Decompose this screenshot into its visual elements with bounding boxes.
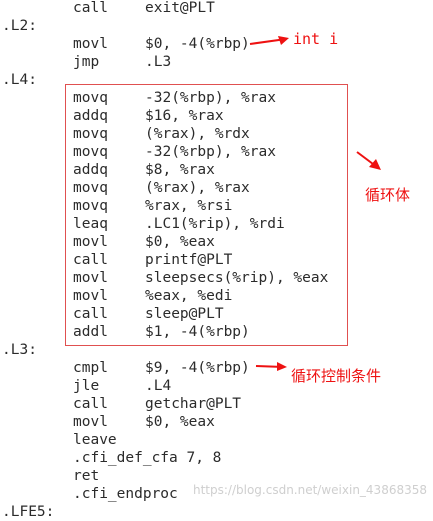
instruction-mnemonic: cmpl: [73, 360, 108, 376]
instruction-mnemonic: .cfi_def_cfa 7, 8: [73, 450, 222, 466]
instruction-operands: sleepsecs(%rip), %eax: [145, 270, 329, 286]
instruction-mnemonic: call: [73, 0, 108, 16]
instruction-mnemonic: call: [73, 306, 108, 322]
instruction-operands: $16, %rax: [145, 108, 224, 124]
code-label-line: .L4:: [2, 71, 37, 89]
instruction-operands: $9, -4(%rbp): [145, 360, 250, 376]
instruction-mnemonic: addq: [73, 162, 108, 178]
instruction-operands: $0, -4(%rbp): [145, 36, 250, 52]
instruction-operands: printf@PLT: [145, 252, 233, 268]
instruction-mnemonic: jmp: [73, 54, 100, 70]
instruction-operands: $0, %eax: [145, 234, 215, 250]
instruction-mnemonic: call: [73, 252, 108, 268]
instruction-operands: .LC1(%rip), %rdi: [145, 216, 285, 232]
instruction-operands: %rax, %rsi: [145, 198, 233, 214]
instruction-mnemonic: call: [73, 396, 108, 412]
instruction-mnemonic: addl: [73, 324, 108, 340]
instruction-mnemonic: ret: [73, 468, 100, 484]
instruction-operands: -32(%rbp), %rax: [145, 144, 276, 160]
code-label: .LFE5:: [2, 504, 55, 520]
code-label-line: .LFE5:: [2, 503, 54, 521]
code-label: .L3:: [2, 342, 37, 358]
instruction-operands: $0, %eax: [145, 414, 215, 430]
instruction-mnemonic: leaq: [73, 216, 108, 232]
instruction-operands: %eax, %edi: [145, 288, 233, 304]
arrow-int-i-icon: [249, 36, 289, 45]
code-label-line: .L2:: [2, 17, 37, 35]
instruction-mnemonic: movq: [73, 126, 108, 142]
instruction-operands: (%rax), %rdx: [145, 126, 250, 142]
instruction-mnemonic: movl: [73, 414, 108, 430]
instruction-operands: $1, -4(%rbp): [145, 324, 250, 340]
instruction-mnemonic: movl: [73, 36, 108, 52]
code-label-line: .L3:: [2, 341, 37, 359]
instruction-operands: (%rax), %rax: [145, 180, 250, 196]
instruction-operands: sleep@PLT: [145, 306, 224, 322]
annotation-loop-control: 循环控制条件: [291, 367, 382, 385]
instruction-mnemonic: movl: [73, 288, 108, 304]
instruction-operands: .L4: [145, 378, 172, 394]
code-label: .L4:: [2, 72, 37, 88]
instruction-mnemonic: movl: [73, 234, 108, 250]
instruction-operands: -32(%rbp), %rax: [145, 90, 276, 106]
instruction-mnemonic: movq: [73, 198, 108, 214]
instruction-operands: .L3: [145, 54, 172, 70]
arrow-loop-body-icon: [356, 151, 381, 170]
instruction-mnemonic: movl: [73, 270, 108, 286]
annotation-int-i: int i: [293, 30, 339, 48]
annotation-loop-body: 循环体: [365, 186, 411, 204]
instruction-mnemonic: movq: [73, 144, 108, 160]
instruction-operands: getchar@PLT: [145, 396, 242, 412]
arrow-loop-control-icon: [255, 362, 287, 371]
instruction-mnemonic: leave: [73, 432, 117, 448]
instruction-mnemonic: jle: [73, 378, 100, 394]
instruction-operands: $8, %rax: [145, 162, 215, 178]
instruction-mnemonic: addq: [73, 108, 108, 124]
loop-body-highlight-box: [65, 84, 348, 346]
watermark-url: https://blog.csdn.net/weixin_43868358: [192, 483, 427, 497]
instruction-mnemonic: movq: [73, 180, 108, 196]
instruction-mnemonic: movq: [73, 90, 108, 106]
code-label: .L2:: [2, 18, 37, 34]
instruction-operands: exit@PLT: [145, 0, 215, 16]
instruction-mnemonic: .cfi_endproc: [73, 486, 178, 502]
